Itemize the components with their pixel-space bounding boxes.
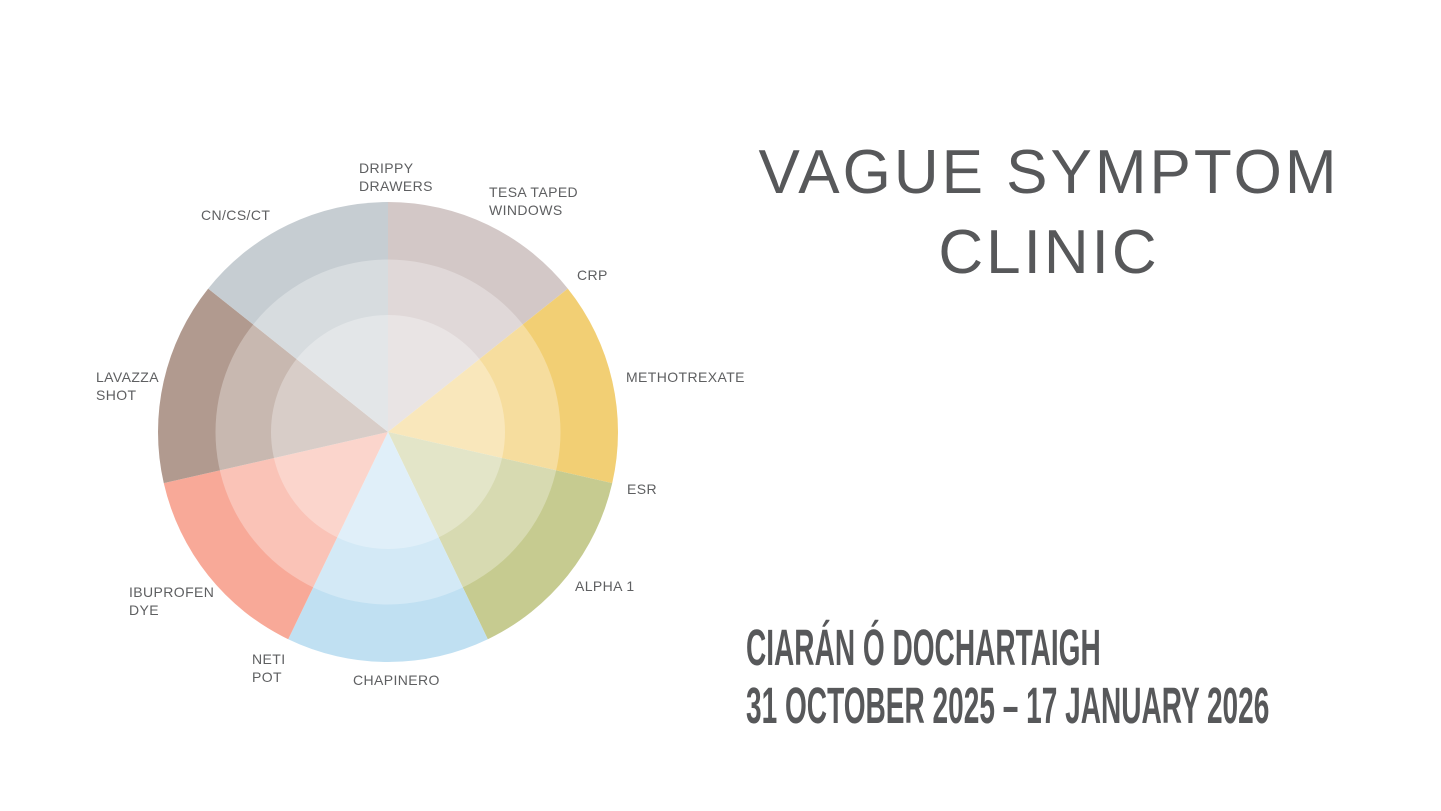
- ring-overlay-middle: [215, 259, 561, 605]
- poster-title: VAGUE SYMPTOM CLINIC: [740, 133, 1358, 293]
- pie-segment-taupe: [388, 202, 568, 432]
- label-drippy-drawers: DRIPPY DRAWERS: [359, 160, 433, 194]
- label-neti-pot: NETI POT: [252, 651, 286, 685]
- pie-segment-blue: [288, 432, 488, 662]
- title-line-2: CLINIC: [938, 218, 1160, 287]
- label-cn-cs-ct: CN/CS/CT: [201, 207, 271, 223]
- pie-segment-bluegray: [208, 202, 388, 432]
- ring-overlay-inner: [271, 315, 505, 549]
- pie-segment-brown: [158, 288, 388, 484]
- pie-segment-salmon: [163, 432, 388, 640]
- label-esr: ESR: [627, 481, 657, 497]
- pie-segment-green: [388, 432, 613, 640]
- label-methotrexate: METHOTREXATE: [626, 369, 745, 385]
- label-lavazza-shot: LAVAZZA SHOT: [96, 369, 159, 403]
- label-chapinero: CHAPINERO: [353, 672, 440, 688]
- symptom-radial-chart: [153, 197, 623, 667]
- label-crp: CRP: [577, 267, 608, 283]
- pie-segment-yellow: [388, 288, 618, 484]
- title-line-1: VAGUE SYMPTOM: [758, 138, 1340, 207]
- pie-chart-svg: [158, 202, 618, 662]
- label-ibuprofen-dye: IBUPROFEN DYE: [129, 584, 215, 618]
- label-tesa-taped-windows: TESA TAPED WINDOWS: [489, 184, 579, 218]
- artist-name: CIARÁN Ó DOCHARTAIGH: [746, 619, 1101, 676]
- poster-credits: CIARÁN Ó DOCHARTAIGH 31 OCTOBER 2025 – 1…: [746, 619, 1441, 735]
- exhibition-dates: 31 OCTOBER 2025 – 17 JANUARY 2026: [746, 677, 1270, 734]
- label-alpha-1: ALPHA 1: [575, 578, 635, 594]
